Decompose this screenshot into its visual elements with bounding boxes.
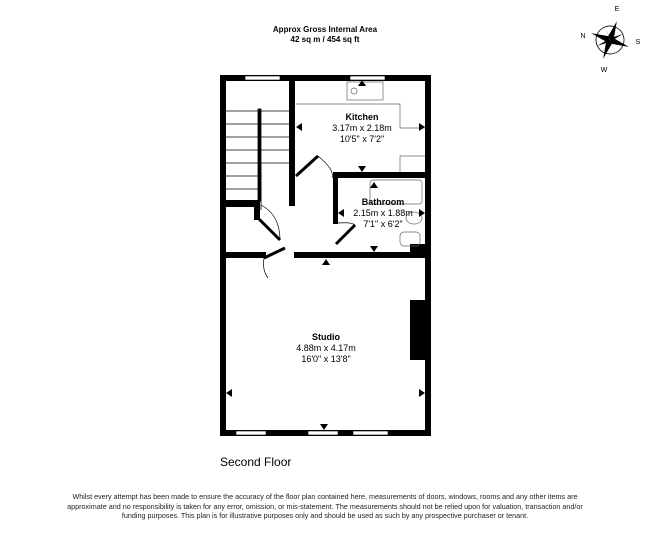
compass-s: S — [636, 39, 641, 46]
room-metric-kitchen: 3.17m x 2.18m — [332, 123, 392, 133]
disclaimer: Whilst every attempt has been made to en… — [67, 492, 583, 521]
fixtures — [296, 81, 425, 247]
room-name-kitchen: Kitchen — [345, 112, 378, 122]
room-metric-studio: 4.88m x 4.17m — [296, 343, 356, 353]
stairs — [226, 108, 289, 210]
compass-w: W — [601, 67, 608, 74]
room-name-studio: Studio — [312, 332, 340, 342]
walls — [220, 75, 431, 436]
room-name-bathroom: Bathroom — [362, 197, 405, 207]
doors — [256, 154, 357, 279]
compass-rose-icon — [591, 21, 629, 59]
dimension-arrows — [226, 80, 425, 430]
room-metric-bathroom: 2.15m x 1.88m — [353, 208, 413, 218]
compass-e: E — [615, 6, 620, 13]
floor-label: Second Floor — [220, 455, 292, 469]
room-imperial-bathroom: 7'1" x 6'2" — [363, 219, 402, 229]
area-title: Approx Gross Internal Area — [272, 25, 378, 34]
compass-n: N — [580, 33, 585, 40]
windows — [235, 75, 389, 436]
room-imperial-studio: 16'0" x 13'8" — [301, 354, 350, 364]
room-imperial-kitchen: 10'5" x 7'2" — [340, 134, 384, 144]
area-value: 42 sq m / 454 sq ft — [290, 35, 360, 44]
